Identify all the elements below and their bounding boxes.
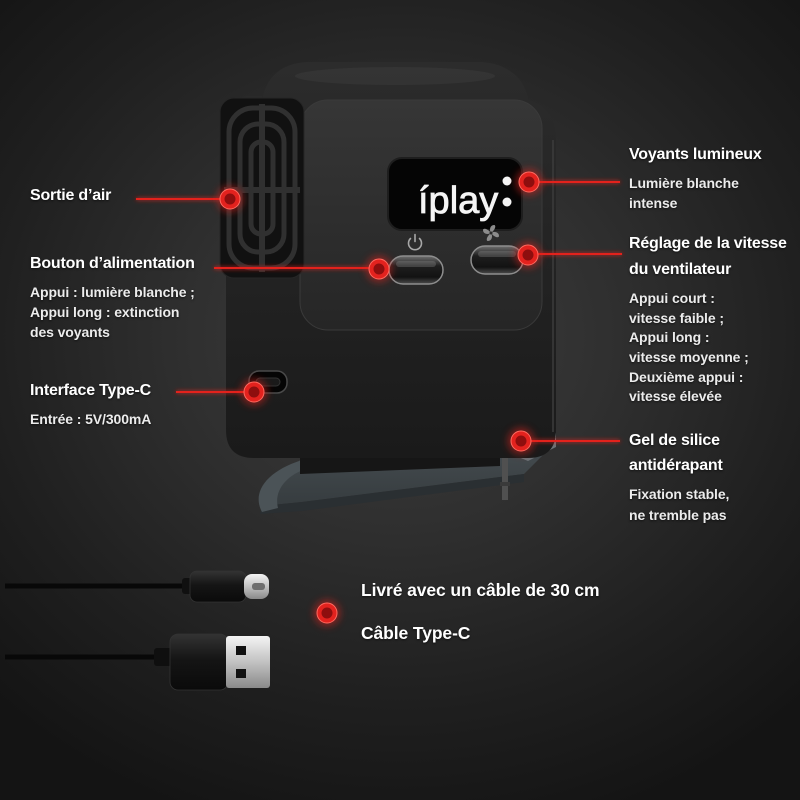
- callout-line: vitesse faible ;: [629, 310, 724, 326]
- indicator-light-top: [502, 176, 512, 186]
- callout-title: Sortie d’air: [30, 187, 112, 204]
- callout-line: Appui long :: [629, 329, 710, 345]
- fan-device: íplay: [219, 62, 556, 458]
- red-dot-marker-silicone: [508, 428, 534, 454]
- indicator-light-bottom: [502, 197, 512, 207]
- callout-line: Appui long : extinction: [30, 304, 180, 320]
- callout-title: Interface Type-C: [30, 382, 151, 399]
- callout-title: Voyants lumineux: [629, 146, 762, 163]
- brand-logo: íplay: [418, 180, 498, 222]
- callout-line: Appui court :: [629, 290, 715, 306]
- fan-speed-button: [470, 245, 524, 275]
- leader-lines: [136, 181, 622, 442]
- usb-c-plug: [5, 570, 269, 603]
- callout-title: Réglage de la vitesse: [629, 235, 787, 252]
- power-icon: [407, 233, 423, 251]
- red-dot-marker-power-button: [366, 256, 392, 282]
- fan-icon: [483, 225, 499, 241]
- callout-line: Fixation stable,: [629, 486, 730, 502]
- red-dot-marker-cable: [314, 600, 340, 626]
- clamp-pin-notch: [500, 482, 510, 486]
- callout-line: Lumière blanche: [629, 175, 739, 191]
- power-button: [388, 255, 444, 285]
- callout-line: Entrée : 5V/300mA: [30, 411, 152, 427]
- red-dot-marker-air-outlet: [217, 186, 243, 212]
- callout-title: Câble Type-C: [361, 623, 471, 643]
- callout-line: Appui : lumière blanche ;: [30, 284, 195, 300]
- red-dot-marker-fan-speed: [515, 242, 541, 268]
- led-display: íplay: [387, 157, 523, 231]
- callout-title: du ventilateur: [629, 261, 732, 278]
- clamp-lip: [258, 460, 308, 512]
- red-dot-marker-type-c: [241, 379, 267, 405]
- callout-title: Gel de silice: [629, 432, 720, 449]
- callout-line: des voyants: [30, 324, 110, 340]
- red-dot-marker-indicator-lights: [516, 169, 542, 195]
- callout-line: ne tremble pas: [629, 507, 727, 523]
- callout-line: vitesse élevée: [629, 388, 722, 404]
- callout-title: Bouton d’alimentation: [30, 255, 195, 272]
- callout-line: intense: [629, 195, 678, 211]
- top-cap-sheen: [295, 67, 495, 85]
- callout-line: Deuxième appui :: [629, 369, 744, 385]
- usb-a-plug: [5, 633, 270, 691]
- callout-line: vitesse moyenne ;: [629, 349, 749, 365]
- callout-title: Livré avec un câble de 30 cm: [361, 580, 600, 600]
- clamp-pin: [502, 458, 508, 500]
- callout-title: antidérapant: [629, 457, 723, 474]
- clamp-front-edge: [260, 474, 524, 514]
